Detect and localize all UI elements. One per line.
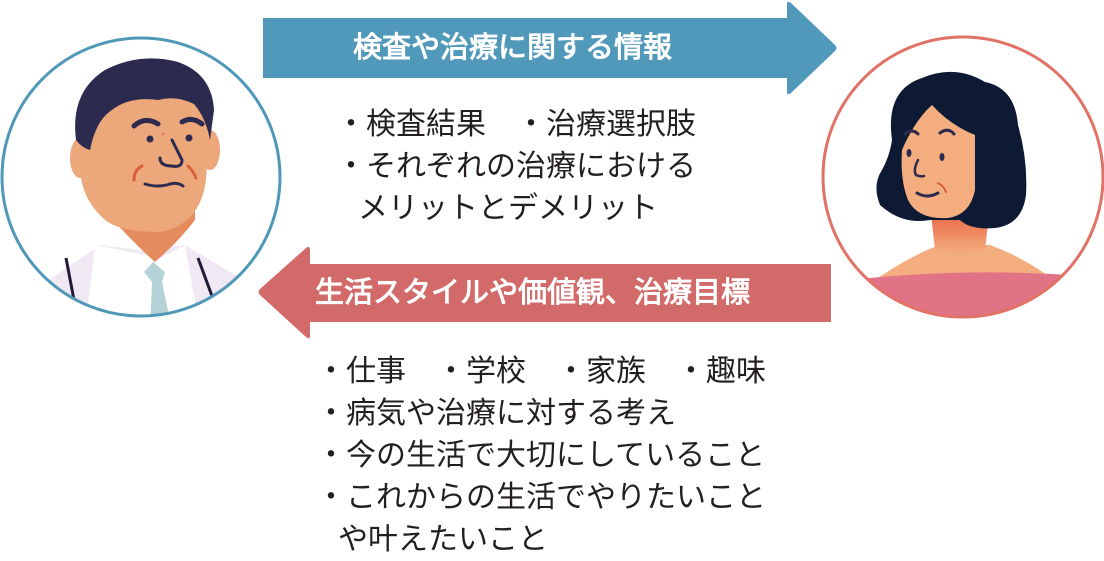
patient-avatar [821,35,1104,319]
arrow-to-doctor-label: 生活スタイルや価値観、治療目標 [315,275,751,309]
list-item-continuation: や叶えたいこと [338,522,548,557]
list-item: ・今の生活で大切にしていること [316,438,766,473]
list-item-continuation: メリットとデメリット [358,191,658,226]
list-item-school: ・学校 [436,354,526,389]
arrow-right-icon [263,1,837,95]
list-item-work: ・仕事 [316,354,406,389]
list-item: ・検査結果・治療選択肢 [336,104,696,146]
list-item-family: ・家族 [556,354,646,389]
list-item-hobby: ・趣味 [676,354,766,389]
list-item: ・病気や治療に対する考え [316,396,676,431]
list-item: ・仕事・学校・家族・趣味 [316,351,766,393]
info-to-patient-list: ・検査結果・治療選択肢 ・それぞれの治療における メリットとデメリット [336,104,696,230]
list-item-test-results: ・検査結果 [336,107,486,142]
list-item-treatment-options: ・治療選択肢 [516,107,696,142]
doctor-avatar [0,36,282,318]
info-to-doctor-list: ・仕事・学校・家族・趣味 ・病気や治療に対する考え ・今の生活で大切にしているこ… [316,351,766,561]
list-item: ・これからの生活でやりたいこと [316,480,766,515]
arrow-to-patient-label: 検査や治療に関する情報 [353,30,673,64]
list-item: ・それぞれの治療における [336,149,696,184]
arrow-left-icon [258,246,831,339]
